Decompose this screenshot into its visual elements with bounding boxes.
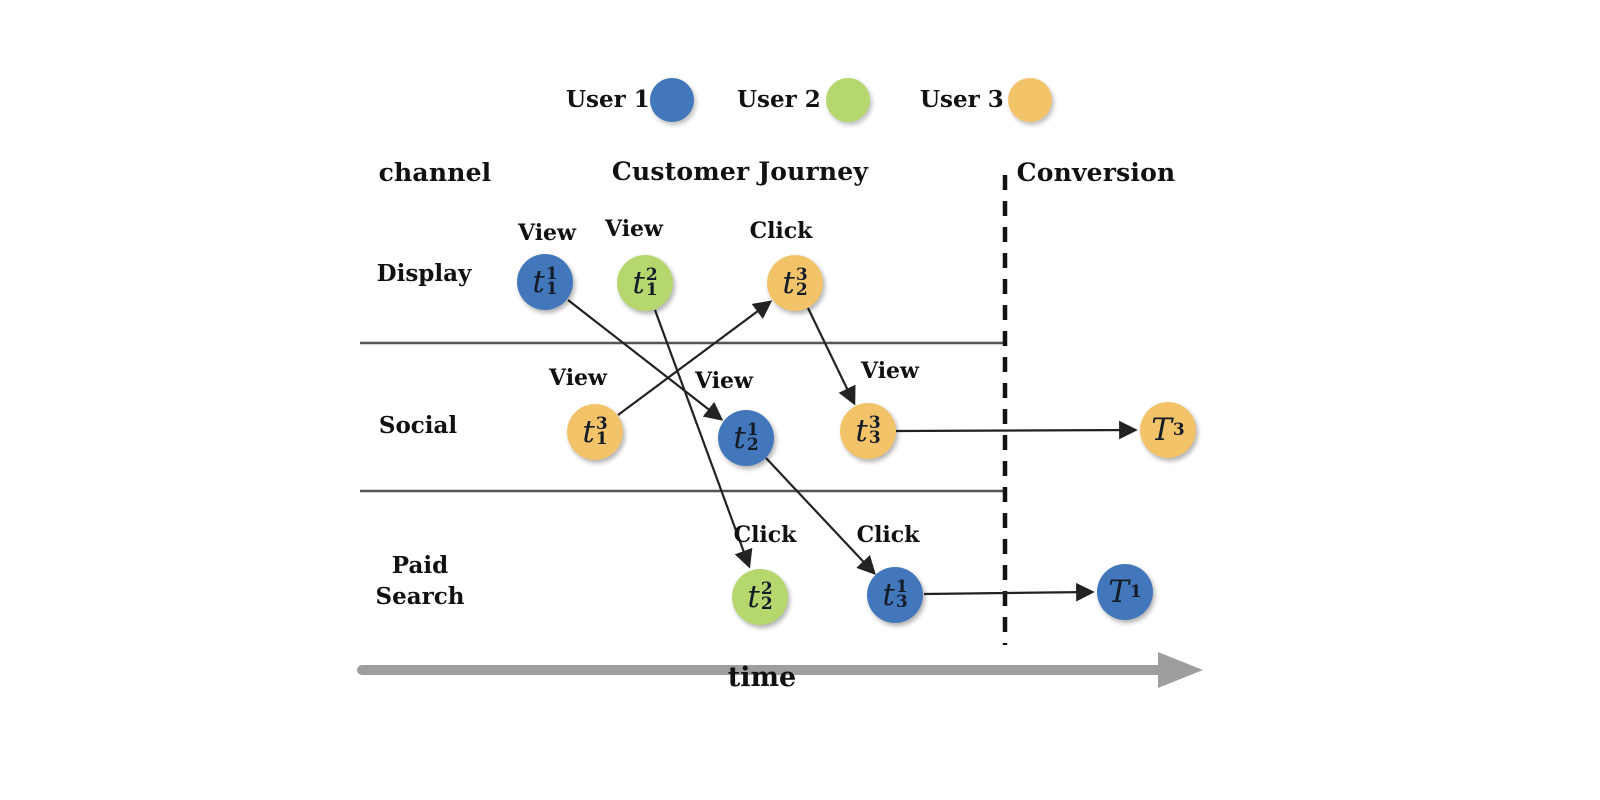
channel-label-display: Display: [376, 260, 472, 287]
symbol-sub: 2: [746, 435, 759, 455]
symbol-base: T: [1108, 573, 1129, 610]
symbol-base: t: [582, 413, 595, 450]
legend-user2-dot-icon: [826, 78, 870, 122]
channel-label-social: Social: [378, 412, 458, 439]
symbol-sup: 1: [895, 577, 908, 597]
action-label-u3-3: View: [861, 358, 919, 384]
symbol-sub: 1: [645, 280, 658, 300]
symbol-base: t: [632, 264, 645, 301]
symbol-base: t: [733, 419, 746, 456]
action-label-u1-1: View: [518, 220, 576, 246]
channel-label-paid-search-line2: Search: [375, 583, 465, 610]
symbol-sup: 3: [868, 413, 881, 433]
symbol-base: t: [532, 263, 545, 300]
header-channel: channel: [378, 158, 492, 187]
legend-user3-dot-icon: [1008, 78, 1052, 122]
legend-user2-label: User 2: [737, 86, 821, 113]
symbol-sub: 2: [795, 280, 808, 300]
symbol-base: t: [747, 578, 760, 615]
time-axis-arrowhead-icon: [1158, 652, 1203, 688]
symbol-sup: 2: [760, 579, 773, 599]
action-label-u3-1: View: [549, 365, 607, 391]
symbol-sup: 2: [645, 265, 658, 285]
symbol-sub: 3: [895, 592, 908, 612]
arrow-u3-2-to-u3-3: [807, 307, 856, 406]
symbol-sub: 1: [595, 429, 608, 449]
arrow-u1-2-to-u1-3: [765, 457, 876, 576]
symbol-base: t: [782, 264, 795, 301]
symbol-sub: 3: [868, 428, 881, 448]
channel-label-paid-search-line1: Paid: [391, 552, 449, 579]
channel-label-paid-search: Paid Search: [376, 550, 465, 612]
symbol-sub: 2: [760, 594, 773, 614]
header-customer-journey: Customer Journey: [611, 157, 869, 186]
symbol-sub: 1: [545, 279, 558, 299]
symbol-base: T: [1151, 411, 1172, 448]
action-label-u3-2: Click: [749, 218, 813, 244]
symbol-sup: 1: [1129, 581, 1142, 602]
header-conversion: Conversion: [1016, 158, 1176, 187]
symbol-sup: 1: [746, 420, 759, 440]
arrow-u1-3-to-conversion: [923, 582, 1095, 602]
action-label-u2-2: Click: [733, 522, 797, 548]
symbol-sup: 3: [595, 414, 608, 434]
arrow-u2-1-to-u2-2: [653, 309, 753, 569]
arrow-u3-3-to-conversion: [895, 420, 1138, 440]
symbol-base: t: [855, 412, 868, 449]
legend-user1-label: User 1: [566, 86, 650, 113]
symbol-sup: 3: [795, 265, 808, 285]
action-label-u2-1: View: [605, 216, 663, 242]
arrow-u1-1-to-u1-2: [567, 299, 724, 421]
symbol-sup: 1: [545, 264, 558, 284]
time-axis-label: time: [727, 662, 797, 693]
action-label-u1-3: Click: [856, 522, 920, 548]
arrow-u3-1-to-u3-2: [617, 300, 773, 416]
action-label-u1-2: View: [695, 368, 753, 394]
legend-user1-dot-icon: [650, 78, 694, 122]
symbol-sup: 3: [1172, 419, 1185, 440]
symbol-base: t: [882, 576, 895, 613]
legend-user3-label: User 3: [920, 86, 1004, 113]
